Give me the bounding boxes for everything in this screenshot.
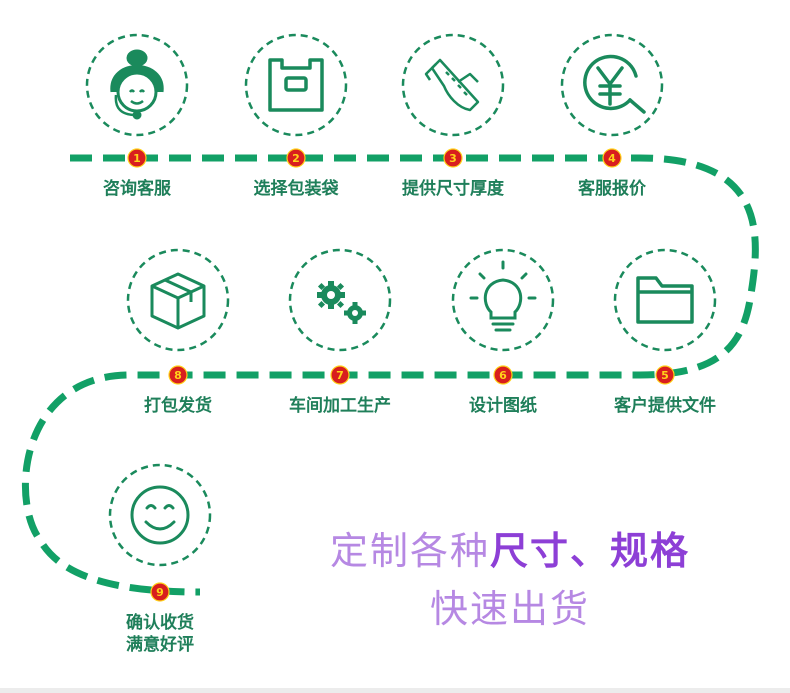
slogan-line1-light: 定制各种 xyxy=(329,529,490,573)
badge-5-number: 5 xyxy=(661,369,669,382)
badge-5: 5 xyxy=(655,365,675,385)
step-4-icon-group xyxy=(560,33,664,137)
badge-9-number: 9 xyxy=(156,586,164,599)
step-9-label-line1: 确认收货 xyxy=(126,613,194,633)
yen-price-icon xyxy=(583,54,646,114)
tape-measure-icon xyxy=(424,58,480,112)
footer-divider xyxy=(0,688,790,693)
step-3-label: 提供尺寸厚度 xyxy=(402,179,504,199)
badge-6-number: 6 xyxy=(499,369,507,382)
step-7-icon-group xyxy=(288,248,392,352)
badge-8-number: 8 xyxy=(174,369,182,382)
badge-3: 3 xyxy=(443,148,463,168)
badge-1-number: 1 xyxy=(133,152,141,165)
badge-9: 9 xyxy=(150,582,170,602)
gears-icon xyxy=(317,281,366,324)
bag-icon xyxy=(268,58,324,112)
step-7-label: 车间加工生产 xyxy=(289,396,391,416)
badge-7-number: 7 xyxy=(336,369,344,382)
badge-4: 4 xyxy=(602,148,622,168)
badge-8: 8 xyxy=(168,365,188,385)
flow-path xyxy=(21,154,759,596)
badge-3-number: 3 xyxy=(449,152,457,165)
step-1-icon-group xyxy=(85,33,189,137)
box-icon xyxy=(150,272,206,330)
slogan-line1-bold: 尺寸、规格 xyxy=(490,529,691,573)
slogan-line2: 快速出货 xyxy=(429,587,590,631)
badge-2-number: 2 xyxy=(292,152,300,165)
step-6-label: 设计图纸 xyxy=(469,396,537,416)
step-5-label: 客户提供文件 xyxy=(614,396,716,416)
step-8-label: 打包发货 xyxy=(144,396,212,416)
step-8-icon-group xyxy=(126,248,230,352)
badge-6: 6 xyxy=(493,365,513,385)
step-3-icon-group xyxy=(401,33,505,137)
step-9-label: 确认收货 满意好评 xyxy=(80,612,240,656)
lightbulb-icon xyxy=(469,260,537,332)
folder-icon xyxy=(636,276,694,324)
badge-4-number: 4 xyxy=(608,152,616,165)
badge-2: 2 xyxy=(286,148,306,168)
badge-7: 7 xyxy=(330,365,350,385)
step-2-icon-group xyxy=(244,33,348,137)
step-1-label: 咨询客服 xyxy=(103,179,171,199)
step-6-icon-group xyxy=(451,248,555,352)
step-9-label-line2: 满意好评 xyxy=(126,635,194,655)
slogan-line1: 定制各种尺寸、规格 xyxy=(280,520,740,575)
step-4-label: 客服报价 xyxy=(578,179,646,199)
badge-1: 1 xyxy=(127,148,147,168)
step-2-label: 选择包装袋 xyxy=(253,179,339,199)
step-5-icon-group xyxy=(613,248,717,352)
smiley-icon xyxy=(130,485,190,545)
customer-service-icon xyxy=(110,49,164,120)
step-9-icon-group xyxy=(108,463,212,567)
